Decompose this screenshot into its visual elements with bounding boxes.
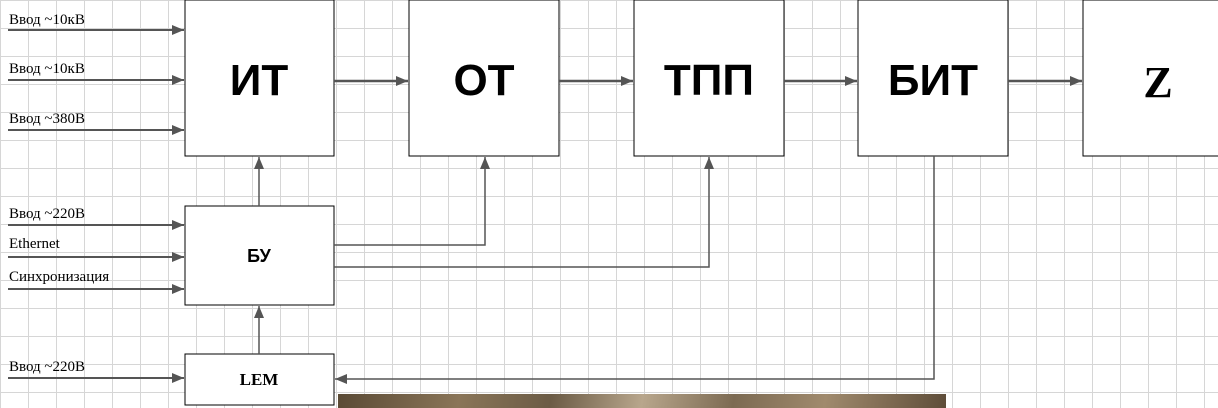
block-lem: LEM [184, 353, 335, 406]
block-z: Z [1082, 0, 1218, 157]
block-ot: ОТ [408, 0, 560, 157]
block-bit-label: БИТ [888, 56, 978, 105]
input-label-bu-2: Ethernet [9, 236, 61, 252]
arrow-bu-to-ot [334, 157, 490, 246]
input-label-bu-1: Ввод ~220В [9, 206, 85, 222]
block-bit: БИТ [857, 0, 1009, 157]
block-tpp: ТПП [633, 0, 785, 157]
block-z-label: Z [1143, 58, 1172, 107]
block-bu: БУ [184, 205, 335, 306]
block-bu-label: БУ [247, 246, 271, 266]
input-label-bu-3: Синхронизация [9, 269, 109, 285]
block-ot-label: ОТ [453, 56, 514, 105]
arrow-bu-to-tpp [334, 157, 714, 268]
block-lem-label: LEM [240, 370, 279, 389]
block-it: ИТ [184, 0, 335, 157]
arrow-bit-feedback-to-lem [335, 156, 935, 384]
input-label-lem: Ввод ~220В [9, 359, 85, 375]
background-photo-fragment [338, 394, 946, 408]
block-tpp-label: ТПП [664, 56, 754, 105]
block-it-label: ИТ [230, 56, 289, 105]
input-label-it-2: Ввод ~10кВ [9, 61, 85, 77]
input-label-it-1: Ввод ~10кВ [9, 12, 85, 28]
input-label-it-3: Ввод ~380В [9, 111, 85, 127]
